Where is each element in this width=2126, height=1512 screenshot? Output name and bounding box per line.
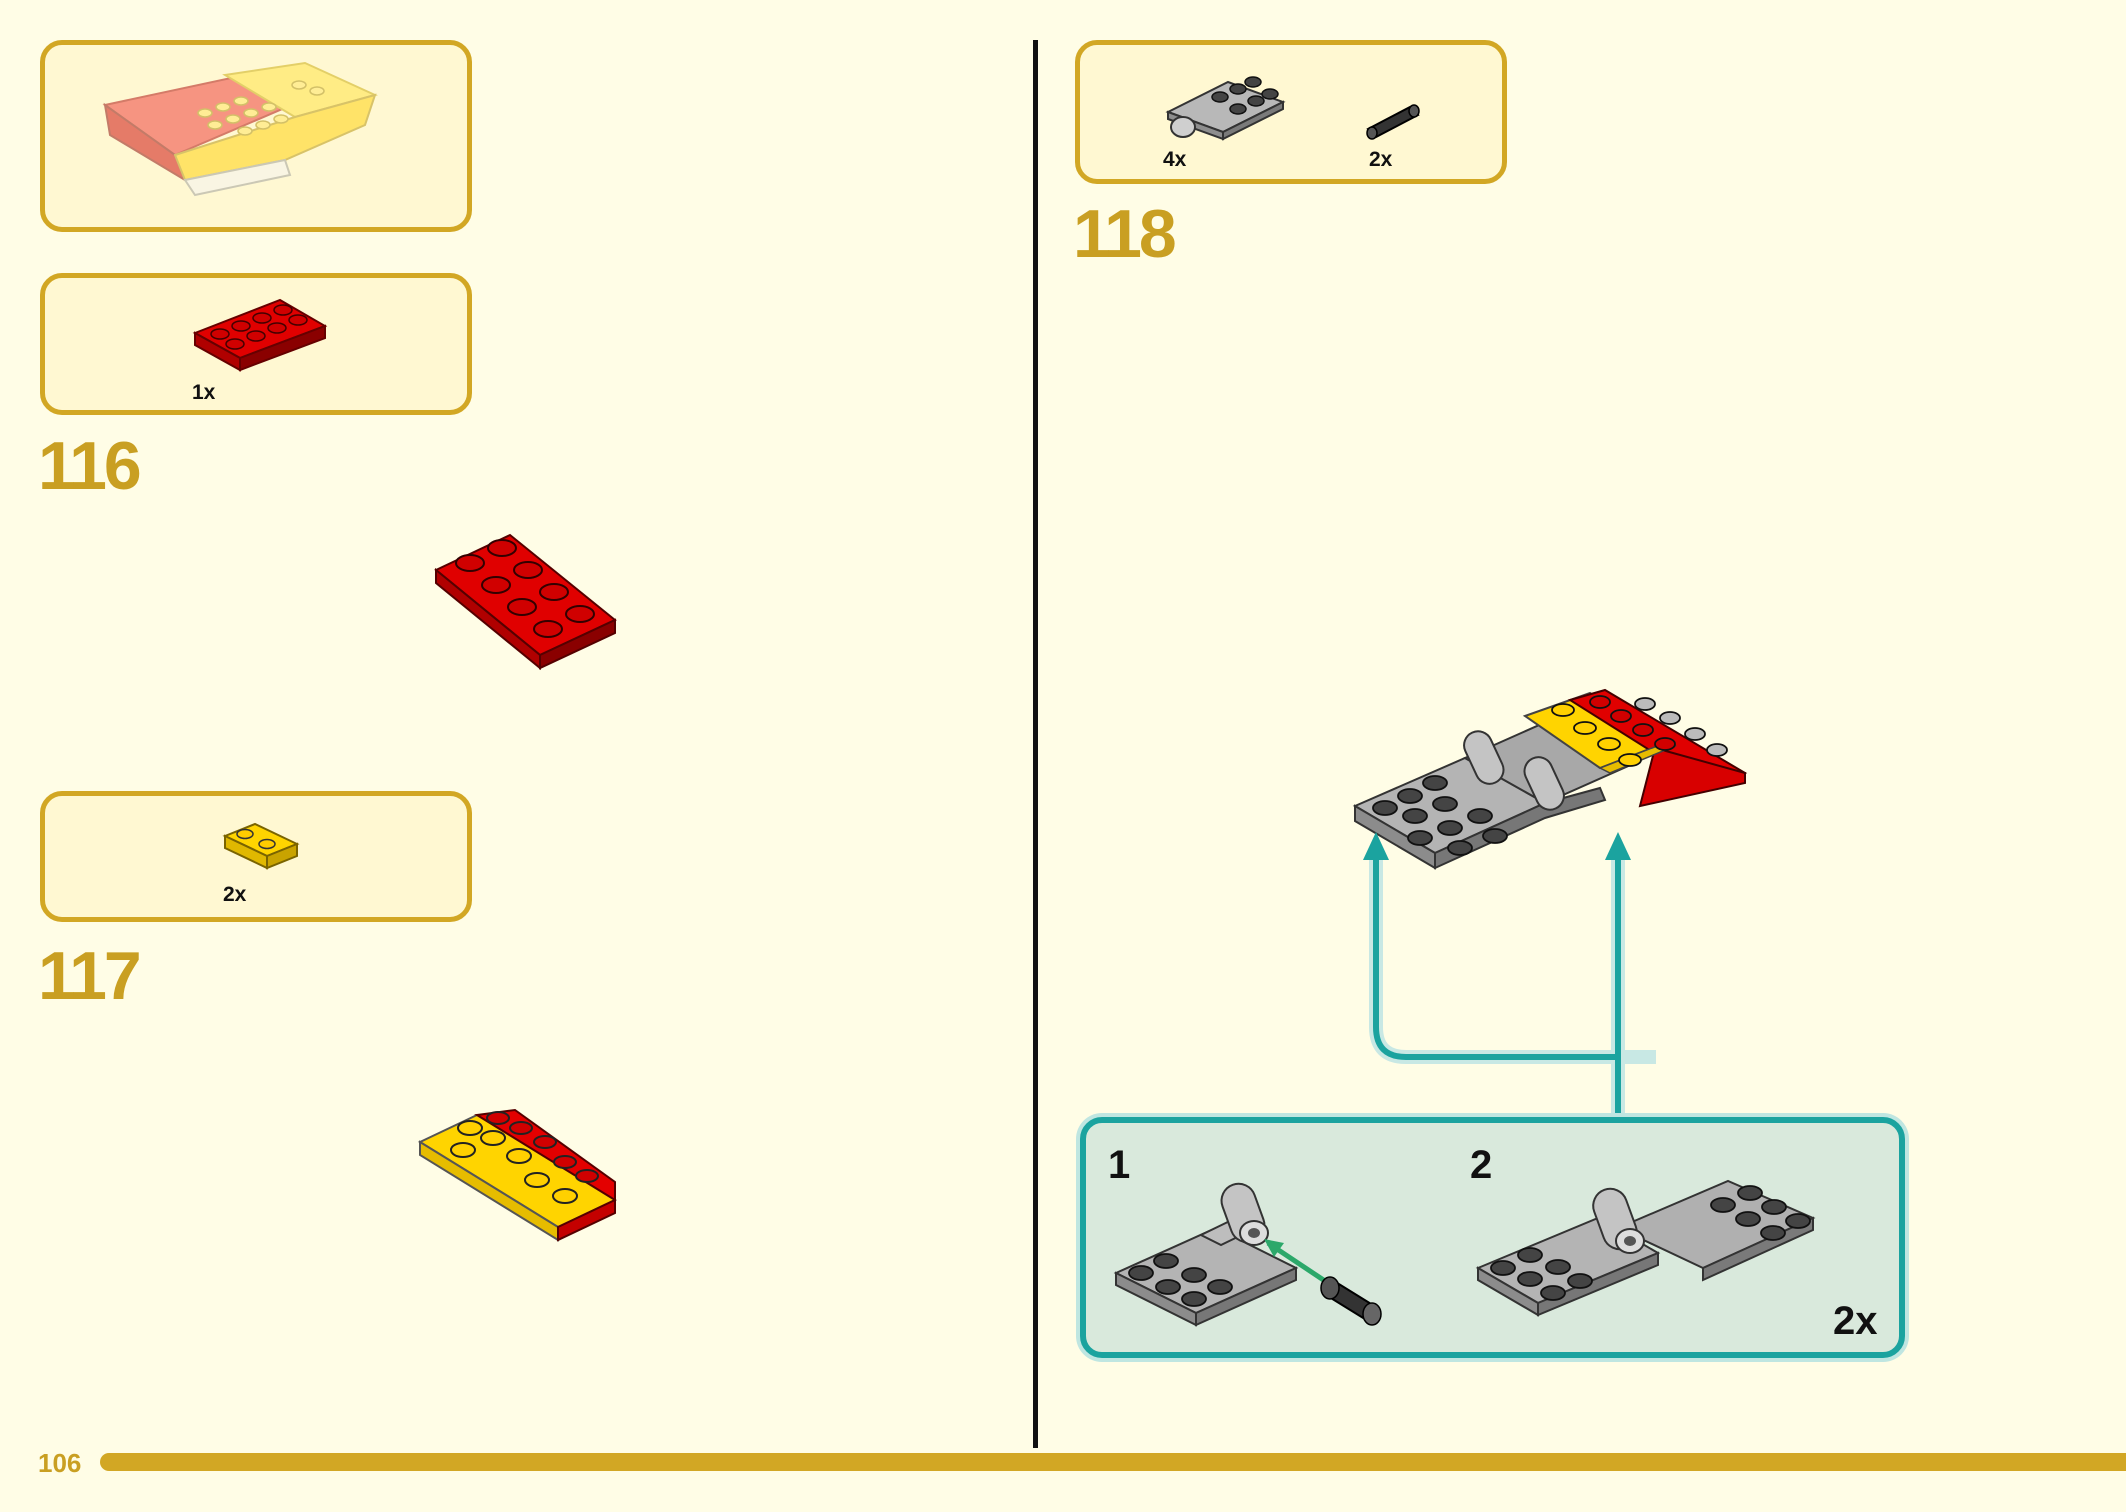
- step-118-build-image: [1352, 688, 1748, 870]
- step-117-build-image: [417, 1108, 618, 1242]
- submodel-overview-image: [102, 61, 378, 197]
- substep-2-image: [1475, 1179, 1816, 1317]
- step-116-build-image: [434, 533, 617, 671]
- step-116-parts-box: 1x: [40, 273, 472, 415]
- substep-2-number: 2: [1470, 1143, 1493, 1187]
- black-pin-icon: [1366, 104, 1420, 140]
- substep-1-number: 1: [1108, 1143, 1131, 1187]
- step-118-number: 118: [1073, 196, 1177, 272]
- page-footer-bar: [100, 1453, 2126, 1471]
- callout-connector-arrows: [1363, 832, 1656, 1122]
- substep-multiplier: 2x: [1833, 1299, 1878, 1343]
- page-number: 106: [38, 1448, 82, 1478]
- step-117-part-qty: 2x: [223, 883, 247, 906]
- step-117-parts-box: 2x: [40, 791, 472, 922]
- step-118-part-2-qty: 2x: [1369, 148, 1393, 171]
- step-116-number: 116: [38, 428, 142, 504]
- submodel-overview-box: [40, 40, 472, 232]
- grey-hinge-plate-icon: [1165, 76, 1286, 141]
- red-plate-2x4-icon: [192, 298, 328, 372]
- step-117-number: 117: [38, 938, 142, 1014]
- step-116-part-qty: 1x: [192, 381, 216, 404]
- step-118-part-1-qty: 4x: [1163, 148, 1187, 171]
- yellow-plate-1x2-rail-icon: [222, 822, 300, 870]
- step-118-parts-box: 4x 2x: [1075, 40, 1507, 184]
- substep-callout: 1 2 2x: [1080, 1117, 1905, 1358]
- page-divider: [1033, 40, 1038, 1448]
- substep-1-image: [1113, 1182, 1382, 1327]
